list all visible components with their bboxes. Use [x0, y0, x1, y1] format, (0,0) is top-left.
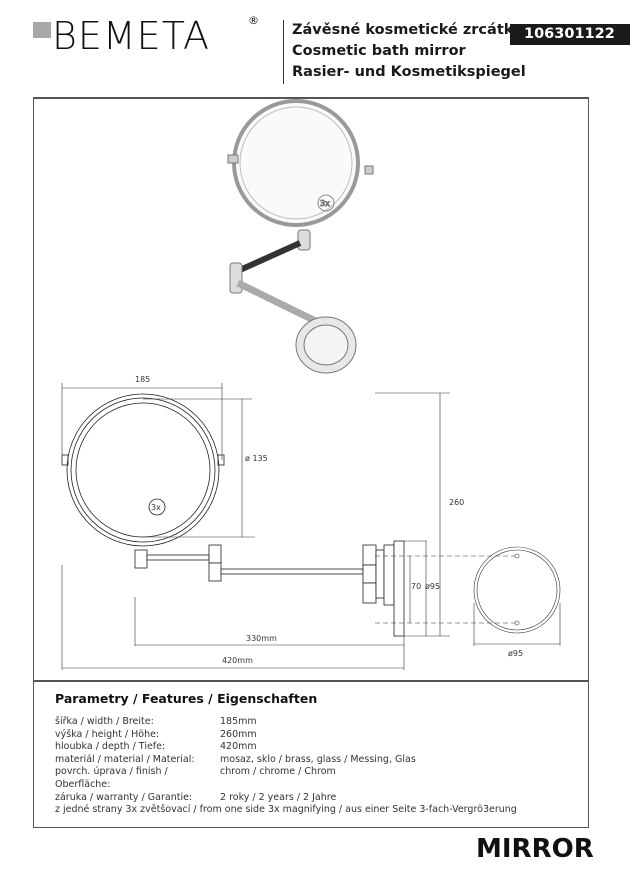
category-label: MIRROR — [476, 834, 594, 864]
feature-note: z jedné strany 3x zvětšovací / from one … — [55, 804, 517, 816]
feature-row: výška / height / Höhe: 260mm — [55, 729, 517, 742]
drawing-frame — [33, 97, 589, 828]
feature-row: šířka / width / Breite: 185mm — [55, 716, 517, 729]
feature-label: záruka / warranty / Garantie: — [55, 791, 193, 803]
dim-height: 260 — [449, 498, 464, 507]
features-list: šířka / width / Breite: 185mm výška / hei… — [55, 716, 517, 817]
feature-row: záruka / warranty / Garantie: 2 roky / 2 … — [55, 792, 517, 805]
product-code: 106301122 — [510, 24, 630, 45]
logo-mark — [33, 22, 51, 38]
dim-width: 185 — [135, 375, 150, 384]
dim-mirror-diameter: ø 135 — [245, 454, 268, 463]
feature-value: chrom / chrome / Chrom — [220, 766, 336, 778]
title-en: Cosmetic bath mirror — [292, 43, 466, 59]
section-divider — [33, 680, 589, 682]
feature-value: mosaz, sklo / brass, glass / Messing, Gl… — [220, 753, 416, 765]
feature-value: 260mm — [220, 728, 257, 740]
product-photo: 3x — [227, 99, 374, 374]
feature-label: materiál / material / Material: — [55, 753, 195, 765]
dim-depth: 420mm — [222, 656, 253, 665]
registered-mark: ® — [248, 14, 259, 27]
feature-row: materiál / material / Material: mosaz, sk… — [55, 754, 517, 767]
header-divider — [283, 20, 284, 84]
feature-label: povrch. úprava / finish / Oberfläche: — [55, 766, 168, 790]
dim-arm: 330mm — [246, 634, 277, 643]
product-titles: Závěsné kosmetické zrcátko Cosmetic bath… — [292, 20, 526, 83]
feature-label: šířka / width / Breite: — [55, 716, 154, 727]
dim-holes: 70 — [411, 582, 421, 591]
feature-label: výška / height / Höhe: — [55, 728, 160, 740]
feature-row: povrch. úprava / finish / Oberfläche: chr… — [55, 766, 517, 791]
brand-logo: BEMETA — [52, 14, 210, 58]
feature-value: 2 roky / 2 years / 2 Jahre — [220, 791, 337, 803]
title-de: Rasier- und Kosmetikspiegel — [292, 64, 526, 80]
svg-text:3x: 3x — [320, 199, 330, 208]
dim-plate-front: ø95 — [508, 649, 523, 658]
features-title: Parametry / Features / Eigenschaften — [55, 691, 318, 706]
feature-value: 185mm — [220, 716, 257, 727]
feature-label: hloubka / depth / Tiefe: — [55, 741, 166, 753]
magnify-badge: 3x — [151, 503, 161, 512]
dim-plate: ø95 — [425, 582, 440, 591]
title-cz: Závěsné kosmetické zrcátko — [292, 22, 523, 38]
feature-row: hloubka / depth / Tiefe: 420mm — [55, 741, 517, 754]
feature-value: 420mm — [220, 741, 257, 753]
